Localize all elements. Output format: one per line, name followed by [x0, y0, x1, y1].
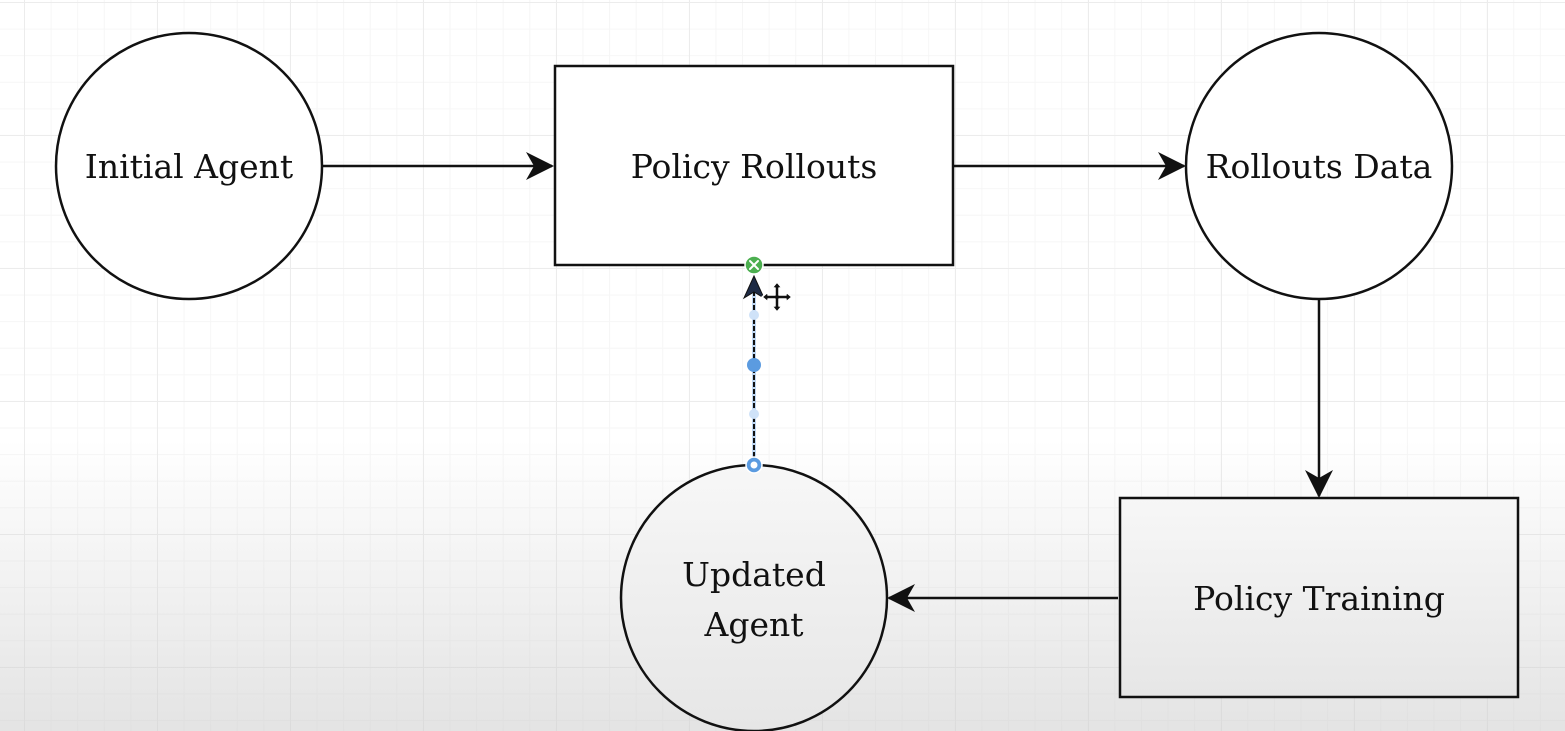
edge-source-handle[interactable]	[745, 456, 763, 474]
node-rollouts-data-label: Rollouts Data	[1206, 147, 1433, 186]
edge-waypoint-handle-faint-2[interactable]	[749, 409, 759, 419]
node-policy-training[interactable]: Policy Training	[1118, 496, 1520, 699]
node-updated-agent-label-line1: Updated	[682, 555, 826, 594]
move-cursor-icon	[761, 281, 793, 313]
node-initial-agent-label: Initial Agent	[85, 147, 293, 186]
node-policy-rollouts[interactable]: Policy Rollouts	[553, 64, 955, 267]
node-policy-rollouts-label: Policy Rollouts	[631, 147, 878, 186]
edge-waypoint-handle-faint[interactable]	[749, 310, 759, 320]
node-policy-training-label: Policy Training	[1193, 579, 1445, 618]
node-initial-agent[interactable]: Initial Agent	[54, 31, 324, 301]
edge-midpoint-handle[interactable]	[747, 358, 761, 372]
node-updated-agent-label-line2: Agent	[704, 605, 804, 644]
node-updated-agent[interactable]: Updated Agent	[619, 463, 889, 731]
x-circle-icon[interactable]	[744, 255, 764, 275]
node-rollouts-data[interactable]: Rollouts Data	[1184, 31, 1454, 301]
